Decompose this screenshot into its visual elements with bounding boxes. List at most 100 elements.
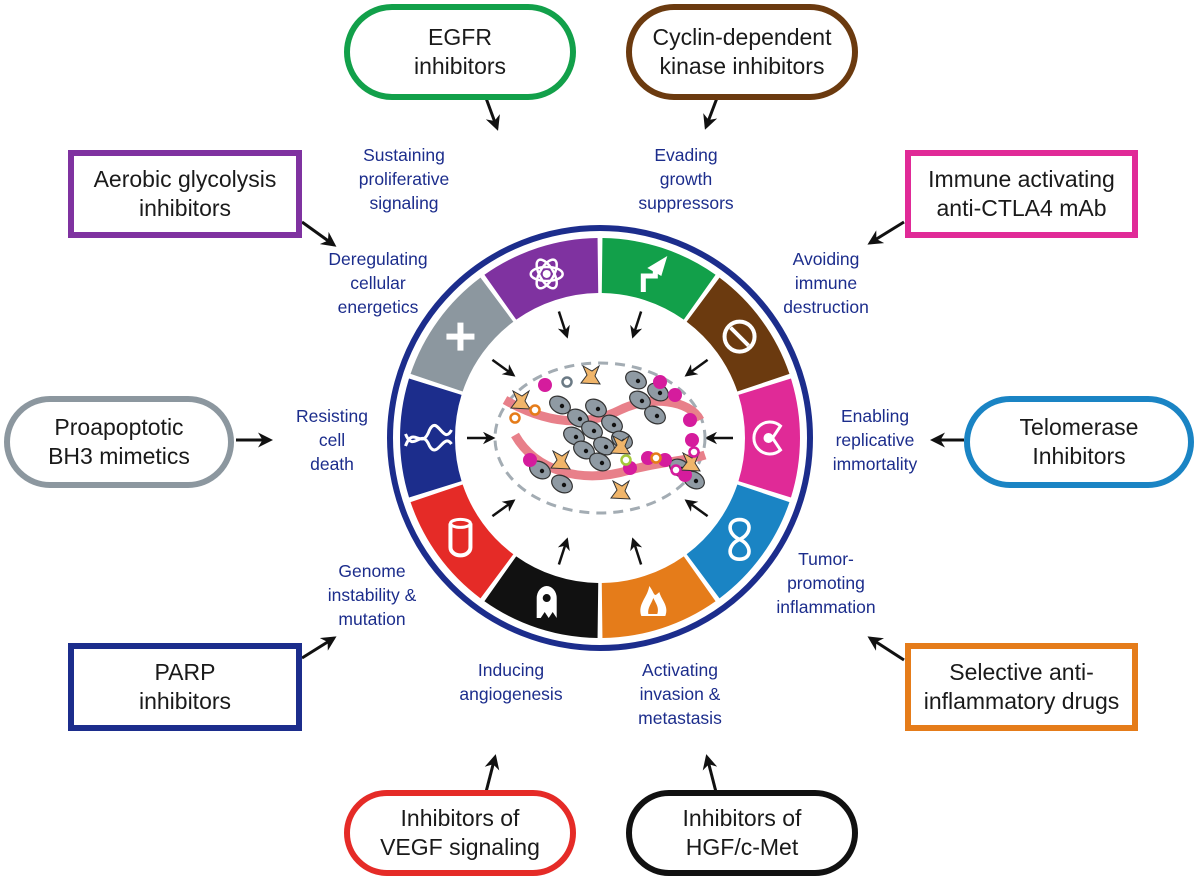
drug-line: Proapoptotic: [54, 414, 184, 440]
drug-line: inhibitors: [413, 53, 507, 79]
inner-arrow-cell-death: [491, 358, 516, 377]
drug-line: Selective anti-: [949, 659, 1094, 685]
cell-nucleus: [635, 378, 641, 384]
prohibited-icon: [722, 319, 757, 354]
arrow-egfr: [484, 97, 500, 131]
inner-arrows: [467, 311, 733, 565]
drug-box-ctla4: Immune activating anti-CTLA4 mAb: [905, 150, 1138, 238]
hallmark-label-angiogenesis: Inducing angiogenesis: [459, 658, 562, 706]
label-line: Sustaining: [363, 145, 445, 165]
cell-nucleus: [693, 478, 699, 484]
bent-arrow-icon: [640, 255, 668, 292]
label-line: replicative: [835, 430, 915, 450]
cell-nucleus: [657, 390, 663, 396]
drug-line: Inhibitors of: [682, 805, 802, 831]
dna-icon: [404, 423, 453, 452]
label-line: inflammation: [776, 597, 876, 617]
label-line: Tumor-: [798, 549, 854, 569]
cross-icon: [446, 322, 475, 351]
label-line: promoting: [787, 573, 865, 593]
label-line: cell: [318, 430, 346, 450]
fibroblast: [610, 434, 631, 455]
tumor-cell: [589, 452, 611, 472]
immune-cell: [683, 413, 697, 427]
hallmark-label-immortality: Enabling replicative immortality: [833, 404, 918, 476]
immune-cell-icon: [752, 420, 783, 456]
immune-cell: [685, 433, 699, 447]
label-line: Evading: [654, 145, 718, 165]
inner-arrow-growth-suppressors: [684, 358, 709, 377]
label-line: Inducing: [477, 660, 545, 680]
label-line: immortality: [832, 454, 918, 474]
tumor-cell: [625, 370, 647, 390]
hallmark-label-proliferative: Sustaining proliferative signaling: [359, 143, 449, 215]
cell-nucleus: [573, 434, 579, 440]
drug-box-anti-inflammatory: Selective anti- inflammatory drugs: [905, 643, 1138, 731]
drug-arrows: [236, 97, 964, 793]
cell-nucleus: [539, 468, 545, 474]
fibroblast: [580, 364, 601, 385]
inner-arrow-inflammation: [630, 537, 643, 565]
arrow-ctla4: [867, 220, 905, 245]
cell-nucleus: [599, 460, 605, 466]
immune-cell: [538, 378, 552, 392]
label-line: cellular: [350, 273, 406, 293]
small-cell: [529, 404, 541, 416]
inner-arrow-energetics: [557, 311, 570, 339]
ring-segment-proliferative: [601, 238, 716, 320]
infinity-icon: [728, 517, 751, 561]
label-line: signaling: [369, 193, 439, 213]
label-line: Deregulating: [328, 249, 428, 269]
inner-arrow-immortality: [684, 499, 709, 518]
label-line: Activating: [642, 660, 718, 680]
cell-nucleus: [654, 413, 660, 419]
inner-arrow-invasion: [557, 537, 570, 565]
label-line: proliferative: [358, 169, 450, 189]
drug-box-vegf: Inhibitors of VEGF signaling: [344, 790, 576, 876]
drug-line: inhibitors: [138, 195, 232, 221]
drug-line: Aerobic glycolysis: [93, 166, 277, 192]
drug-box-egfr: EGFR inhibitors: [344, 4, 576, 100]
small-cell: [670, 464, 682, 476]
label-line: mutation: [338, 609, 406, 629]
label-line: metastasis: [638, 708, 722, 728]
drug-line: Inhibitors: [1032, 443, 1126, 469]
cell-nucleus: [561, 482, 567, 488]
small-cell: [561, 376, 573, 388]
hallmark-label-immune: Avoiding immune destruction: [783, 247, 869, 319]
drug-box-bh3: Proapoptotic BH3 mimetics: [4, 396, 234, 488]
hallmark-label-growth-suppressors: Evading growth suppressors: [638, 143, 733, 215]
label-line: Resisting: [296, 406, 368, 426]
label-line: Avoiding: [792, 249, 860, 269]
drug-line: BH3 mimetics: [48, 443, 190, 469]
hallmark-label-genome: Genome instability & mutation: [328, 559, 417, 631]
drug-line: Telomerase: [1019, 414, 1139, 440]
ring-segment-angiogenesis: [410, 484, 514, 599]
cell-nucleus: [603, 444, 609, 450]
drug-box-telomerase: Telomerase Inhibitors: [964, 396, 1194, 488]
immune-cell: [523, 453, 537, 467]
drug-line: Cyclin-dependent: [652, 24, 832, 50]
label-line: immune: [794, 273, 858, 293]
arrow-cdk: [703, 97, 719, 130]
label-line: destruction: [783, 297, 869, 317]
label-line: suppressors: [638, 193, 734, 213]
label-line: angiogenesis: [459, 684, 563, 704]
arrow-anti-inflammatory: [867, 636, 905, 662]
drug-line: inflammatory drugs: [923, 688, 1120, 714]
label-line: Genome: [338, 561, 406, 581]
drug-line: EGFR: [428, 24, 492, 50]
hallmark-label-inflammation: Tumor- promoting inflammation: [776, 547, 875, 619]
inner-arrow-angiogenesis: [491, 499, 516, 518]
label-line: instability &: [327, 585, 417, 605]
drug-line: Immune activating: [928, 166, 1115, 192]
tumor-cell: [629, 390, 651, 410]
hallmark-label-invasion: Activating invasion & metastasis: [638, 658, 722, 730]
hallmark-label-energetics: Deregulating cellular energetics: [328, 247, 427, 319]
fibroblast: [610, 479, 631, 500]
drug-line: PARP: [154, 659, 216, 685]
inner-arrow-proliferative: [630, 311, 643, 339]
drug-box-parp: PARP inhibitors: [68, 643, 302, 731]
hallmark-ring: [387, 225, 813, 651]
